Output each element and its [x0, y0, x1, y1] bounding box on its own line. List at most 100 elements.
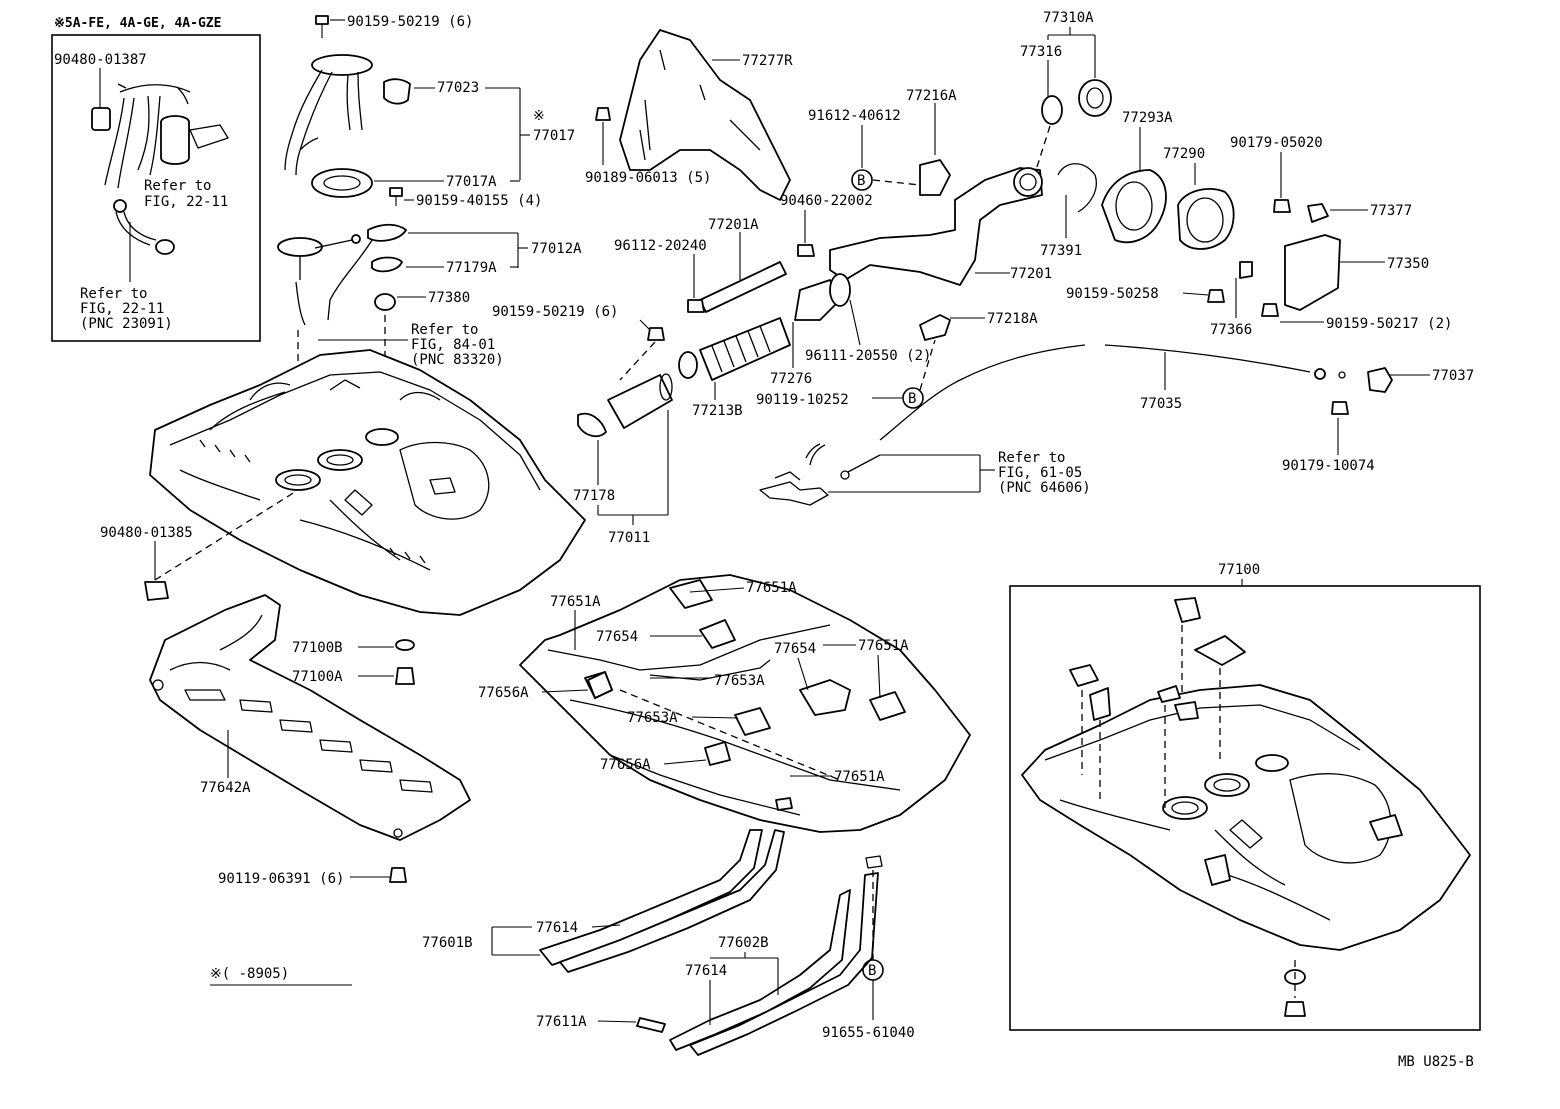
label-77651a-2: 77651A [550, 594, 601, 610]
tank-protector [149, 594, 471, 841]
label-77602b: 77602B [718, 935, 769, 951]
label-77290: 77290 [1163, 146, 1205, 162]
hose-77276 [699, 317, 791, 381]
label-77654-1: 77654 [596, 629, 638, 645]
label-77651a-4: 77651A [834, 769, 885, 785]
marker-b-2-text: B [908, 391, 916, 407]
nut-90179-10074 [1331, 401, 1349, 415]
cushion-77656a-1 [587, 671, 613, 699]
cable-77035-left [879, 344, 1086, 441]
label-77651a-1: 77651A [746, 580, 797, 596]
inset-header: ※5A-FE, 4A-GE, 4A-GZE [54, 16, 221, 31]
clamp-77213b [678, 351, 698, 379]
inset-ref2-line3: (PNC 23091) [80, 316, 173, 332]
fuel-tank-middle [519, 574, 971, 833]
label-77277r: 77277R [742, 53, 793, 69]
ref61-line1: Refer to [998, 450, 1065, 466]
label-90480-01387: 90480-01387 [54, 52, 147, 68]
label-77654-2: 77654 [774, 641, 816, 657]
drawing-code: MB U825-B [1398, 1054, 1474, 1070]
label-77293a: 77293A [1122, 110, 1173, 126]
label-77213b: 77213B [692, 403, 743, 419]
clamp-96112 [687, 299, 705, 313]
label-90189-06013: 90189-06013 (5) [585, 170, 711, 186]
label-77017: 77017 [533, 128, 575, 144]
label-77011: 77011 [608, 530, 650, 546]
label-90159-50258: 90159-50258 [1066, 286, 1159, 302]
label-77642a: 77642A [200, 780, 251, 796]
label-77100b: 77100B [292, 640, 343, 656]
label-77023: 77023 [437, 80, 479, 96]
pipe-77011 [607, 374, 673, 429]
label-77178: 77178 [573, 488, 615, 504]
tank-straps [539, 829, 883, 1056]
clip-90480-01385 [144, 581, 169, 601]
label-77651a-3: 77651A [858, 638, 909, 654]
fuel-tank-main [149, 349, 586, 616]
ref61-line2: FIG, 61-05 [998, 465, 1082, 481]
inset-box-left: ※5A-FE, 4A-GE, 4A-GZE 90480-01387 Refer … [51, 16, 261, 342]
label-91612-40612: 91612-40612 [808, 108, 901, 124]
label-90480-01385: 90480-01385 [100, 525, 193, 541]
label-90159-50219-top: 90159-50219 (6) [347, 14, 473, 30]
release-lever [759, 471, 829, 506]
label-77366: 77366 [1210, 322, 1252, 338]
label-90460-22002: 90460-22002 [780, 193, 873, 209]
inset-ref2-line2: FIG, 22-11 [80, 301, 164, 317]
label-77614-2: 77614 [685, 963, 727, 979]
ref61-line3: (PNC 64606) [998, 480, 1091, 496]
label-77656a-2: 77656A [600, 757, 651, 773]
inset-ref1-line2: FIG, 22-11 [144, 194, 228, 210]
gasket-77316 [1041, 95, 1063, 125]
label-77380: 77380 [428, 290, 470, 306]
inset-ref1-line1: Refer to [144, 178, 211, 194]
bolt-90119-06391 [389, 867, 407, 883]
bolt-90159-mid [647, 327, 665, 341]
label-77017-mark: ※ [533, 108, 545, 124]
clip-77377 [1307, 203, 1329, 223]
label-77653a-1: 77653A [714, 673, 765, 689]
bracket-77218a [919, 314, 951, 341]
label-90159-40155: 90159-40155 (4) [416, 193, 542, 209]
label-77276: 77276 [770, 371, 812, 387]
ref84-line3: (PNC 83320) [411, 352, 504, 368]
label-77035: 77035 [1140, 396, 1182, 412]
tube-piece [794, 279, 841, 321]
ring-77391 [1057, 163, 1097, 213]
label-77100a: 77100A [292, 669, 343, 685]
grommet-77100a [395, 667, 415, 685]
label-96111-20550: 96111-20550 (2) [805, 348, 931, 364]
clamp-90460 [797, 244, 815, 257]
label-77316: 77316 [1020, 44, 1062, 60]
label-77310a: 77310A [1043, 10, 1094, 26]
label-96112-20240: 96112-20240 [614, 238, 707, 254]
inset-ref2-line1: Refer to [80, 286, 147, 302]
marker-b-1-text: B [857, 173, 865, 189]
label-77100: 77100 [1218, 562, 1260, 578]
date-note: ※( -8905) [210, 966, 289, 982]
hose-77201a [699, 261, 787, 313]
label-90119-10252: 90119-10252 [756, 392, 849, 408]
screw-90189 [595, 107, 611, 121]
lid-77350 [1284, 234, 1341, 311]
label-77179a: 77179A [446, 260, 497, 276]
label-77614-1: 77614 [536, 920, 578, 936]
ref84-line2: FIG, 84-01 [411, 337, 495, 353]
label-77653a-2: 77653A [627, 710, 678, 726]
screw-90159-50217 [1261, 303, 1279, 317]
label-77201: 77201 [1010, 266, 1052, 282]
label-77201a: 77201A [708, 217, 759, 233]
nut-90179-05020 [1273, 199, 1291, 213]
filler-protector [619, 29, 791, 201]
gasket-77178 [577, 412, 607, 438]
label-90119-06391: 90119-06391 (6) [218, 871, 344, 887]
housing-77293a [1101, 169, 1167, 244]
marker-b-2 [902, 387, 924, 409]
label-77611a: 77611A [536, 1014, 587, 1030]
cable-77035-right [1104, 344, 1311, 373]
bracket-77216a [919, 159, 951, 196]
fuel-pump-group: 90159-50219 (6) 77023 ※ 77017 77017A 901… [277, 14, 582, 470]
label-91655-61040: 91655-61040 [822, 1025, 915, 1041]
label-90159-50219-mid: 90159-50219 (6) [492, 304, 618, 320]
